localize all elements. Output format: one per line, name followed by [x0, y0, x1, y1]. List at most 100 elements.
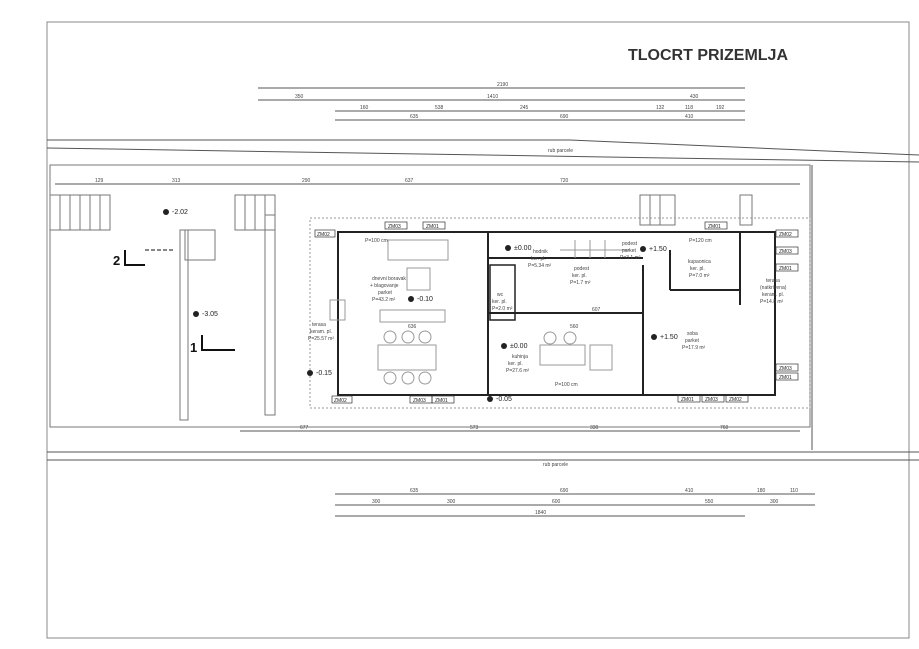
- room-floor: parket: [378, 290, 393, 296]
- room-area: P=3.1 m²: [620, 255, 641, 261]
- dim-label: 110: [790, 488, 798, 494]
- dim-label: 690: [560, 488, 569, 494]
- parapet-note: P=100 cm: [365, 238, 388, 244]
- window-tag: ZM01: [435, 398, 448, 404]
- room-name: terasa: [766, 278, 780, 284]
- dim-label: 430: [690, 94, 699, 100]
- dim-label: 573: [470, 425, 479, 431]
- room-area: P=5.34 m²: [528, 263, 552, 269]
- room-bedroom: soba parket P=17.9 m²: [682, 331, 706, 351]
- dim-label: 245: [520, 105, 529, 111]
- dim-label: 637: [405, 178, 414, 184]
- room-hallway: hodnik ker. pl. P=5.34 m²: [528, 249, 552, 269]
- room-living-dining: dnevni boravak + blagovanje parket P=43.…: [370, 276, 406, 303]
- dimension-lines-top: [55, 87, 815, 517]
- room-area: P=1.7 m²: [570, 280, 591, 286]
- room-name: hodnik: [533, 249, 548, 255]
- plot-edge-label-bottom: rub parcele: [543, 462, 568, 468]
- window-tag: ZM01: [779, 375, 792, 381]
- window-tag: ZM03: [779, 249, 792, 255]
- parapet-note: P=100 cm: [555, 382, 578, 388]
- room-area: P=2.0 m²: [492, 306, 513, 312]
- dim-label: 300: [372, 499, 381, 505]
- room-floor: parket: [685, 338, 700, 344]
- dim-label: 560: [570, 324, 579, 330]
- room-floor: ker. pl.: [572, 273, 587, 279]
- section-mark-1: 1: [190, 340, 197, 355]
- room-name: podest: [574, 266, 590, 272]
- room-name: soba: [687, 331, 698, 337]
- room-area: P=25.57 m²: [308, 336, 334, 342]
- level-markers: -2.02 -3.05 -0.10 ±0.00 ±0.00 +1.50 +1.5…: [163, 209, 678, 403]
- room-floor: ker. pl.: [531, 256, 546, 262]
- drawing-title: TLOCRT PRIZEMLJA: [628, 47, 788, 64]
- dim-label: 677: [300, 425, 309, 431]
- room-name: kuhinja: [512, 354, 528, 360]
- room-name: podest: [622, 241, 638, 247]
- room-name: dnevni boravak: [372, 276, 406, 282]
- level-label: -2.02: [172, 209, 188, 216]
- dim-label: 607: [592, 307, 601, 313]
- level-label: -0.10: [417, 296, 433, 303]
- room-area: P=43.2 m²: [372, 297, 396, 303]
- dim-label: 636: [408, 324, 417, 330]
- level-label: +1.50: [649, 246, 667, 253]
- level-label: ±0.00: [510, 343, 528, 350]
- room-landing-2: podest parket P=3.1 m²: [620, 241, 641, 261]
- dim-label: 118: [685, 105, 693, 111]
- dim-label: 132: [656, 105, 665, 111]
- room-landing-1: podest ker. pl. P=1.7 m²: [570, 266, 591, 286]
- room-name: (natkrivena): [760, 285, 787, 291]
- room-name: wc: [497, 292, 504, 298]
- room-kitchen: kuhinja ker. pl. P=27.6 m²: [506, 354, 530, 374]
- dim-label: 550: [705, 499, 714, 505]
- window-tag: ZM01: [779, 266, 792, 272]
- dim-label: 538: [435, 105, 444, 111]
- window-tag: ZM01: [708, 224, 721, 230]
- window-tag: ZM03: [779, 366, 792, 372]
- dim-label: 1410: [487, 94, 498, 100]
- window-tag: ZM03: [413, 398, 426, 404]
- room-name: kupaonica: [688, 259, 711, 265]
- dim-label: 690: [560, 114, 569, 120]
- dim-label: 300: [770, 499, 779, 505]
- sheet-frame: [46, 21, 910, 639]
- level-label: -0.05: [496, 396, 512, 403]
- section-mark-2: 2: [113, 253, 120, 268]
- level-label: +1.50: [660, 334, 678, 341]
- dim-label: 720: [560, 178, 569, 184]
- room-bathroom: kupaonica ker. pl. P=7.0 m²: [688, 259, 711, 279]
- plot-boundary: [46, 139, 919, 461]
- window-tag: ZM02: [779, 232, 792, 238]
- window-tag: ZM02: [729, 397, 742, 403]
- room-area: P=7.0 m²: [689, 273, 710, 279]
- section-marks: [124, 249, 235, 351]
- room-name: + blagovanje: [370, 283, 399, 289]
- window-tag: ZM02: [334, 398, 347, 404]
- room-name: terasa: [312, 322, 326, 328]
- dim-label: 635: [410, 488, 419, 494]
- exterior-stairs: [49, 194, 753, 421]
- room-wc: wc ker. pl. P=2.0 m²: [492, 292, 513, 312]
- furniture: [329, 239, 630, 385]
- window-tag: ZM01: [681, 397, 694, 403]
- room-area: P=27.6 m²: [506, 368, 530, 374]
- window-tags: [314, 221, 799, 404]
- level-label: -0.15: [316, 370, 332, 377]
- plot-edge-label-top: rub parcele: [548, 148, 573, 154]
- building-walls: [337, 231, 776, 396]
- dim-label: 760: [720, 425, 729, 431]
- dim-label: 290: [302, 178, 311, 184]
- room-covered-terrace: terasa (natkrivena) keram. pl. P=14.8 m²: [760, 278, 787, 305]
- dim-label: 1840: [535, 510, 546, 516]
- dim-label: 410: [685, 488, 694, 494]
- room-floor: ker. pl.: [690, 266, 705, 272]
- dim-total-top: 2190: [497, 82, 508, 88]
- window-tag: ZM03: [705, 397, 718, 403]
- room-floor: ker. pl.: [508, 361, 523, 367]
- level-label: ±0.00: [514, 245, 532, 252]
- level-label: -3.05: [202, 311, 218, 318]
- window-tag: ZM03: [388, 224, 401, 230]
- dim-label: 410: [685, 114, 694, 120]
